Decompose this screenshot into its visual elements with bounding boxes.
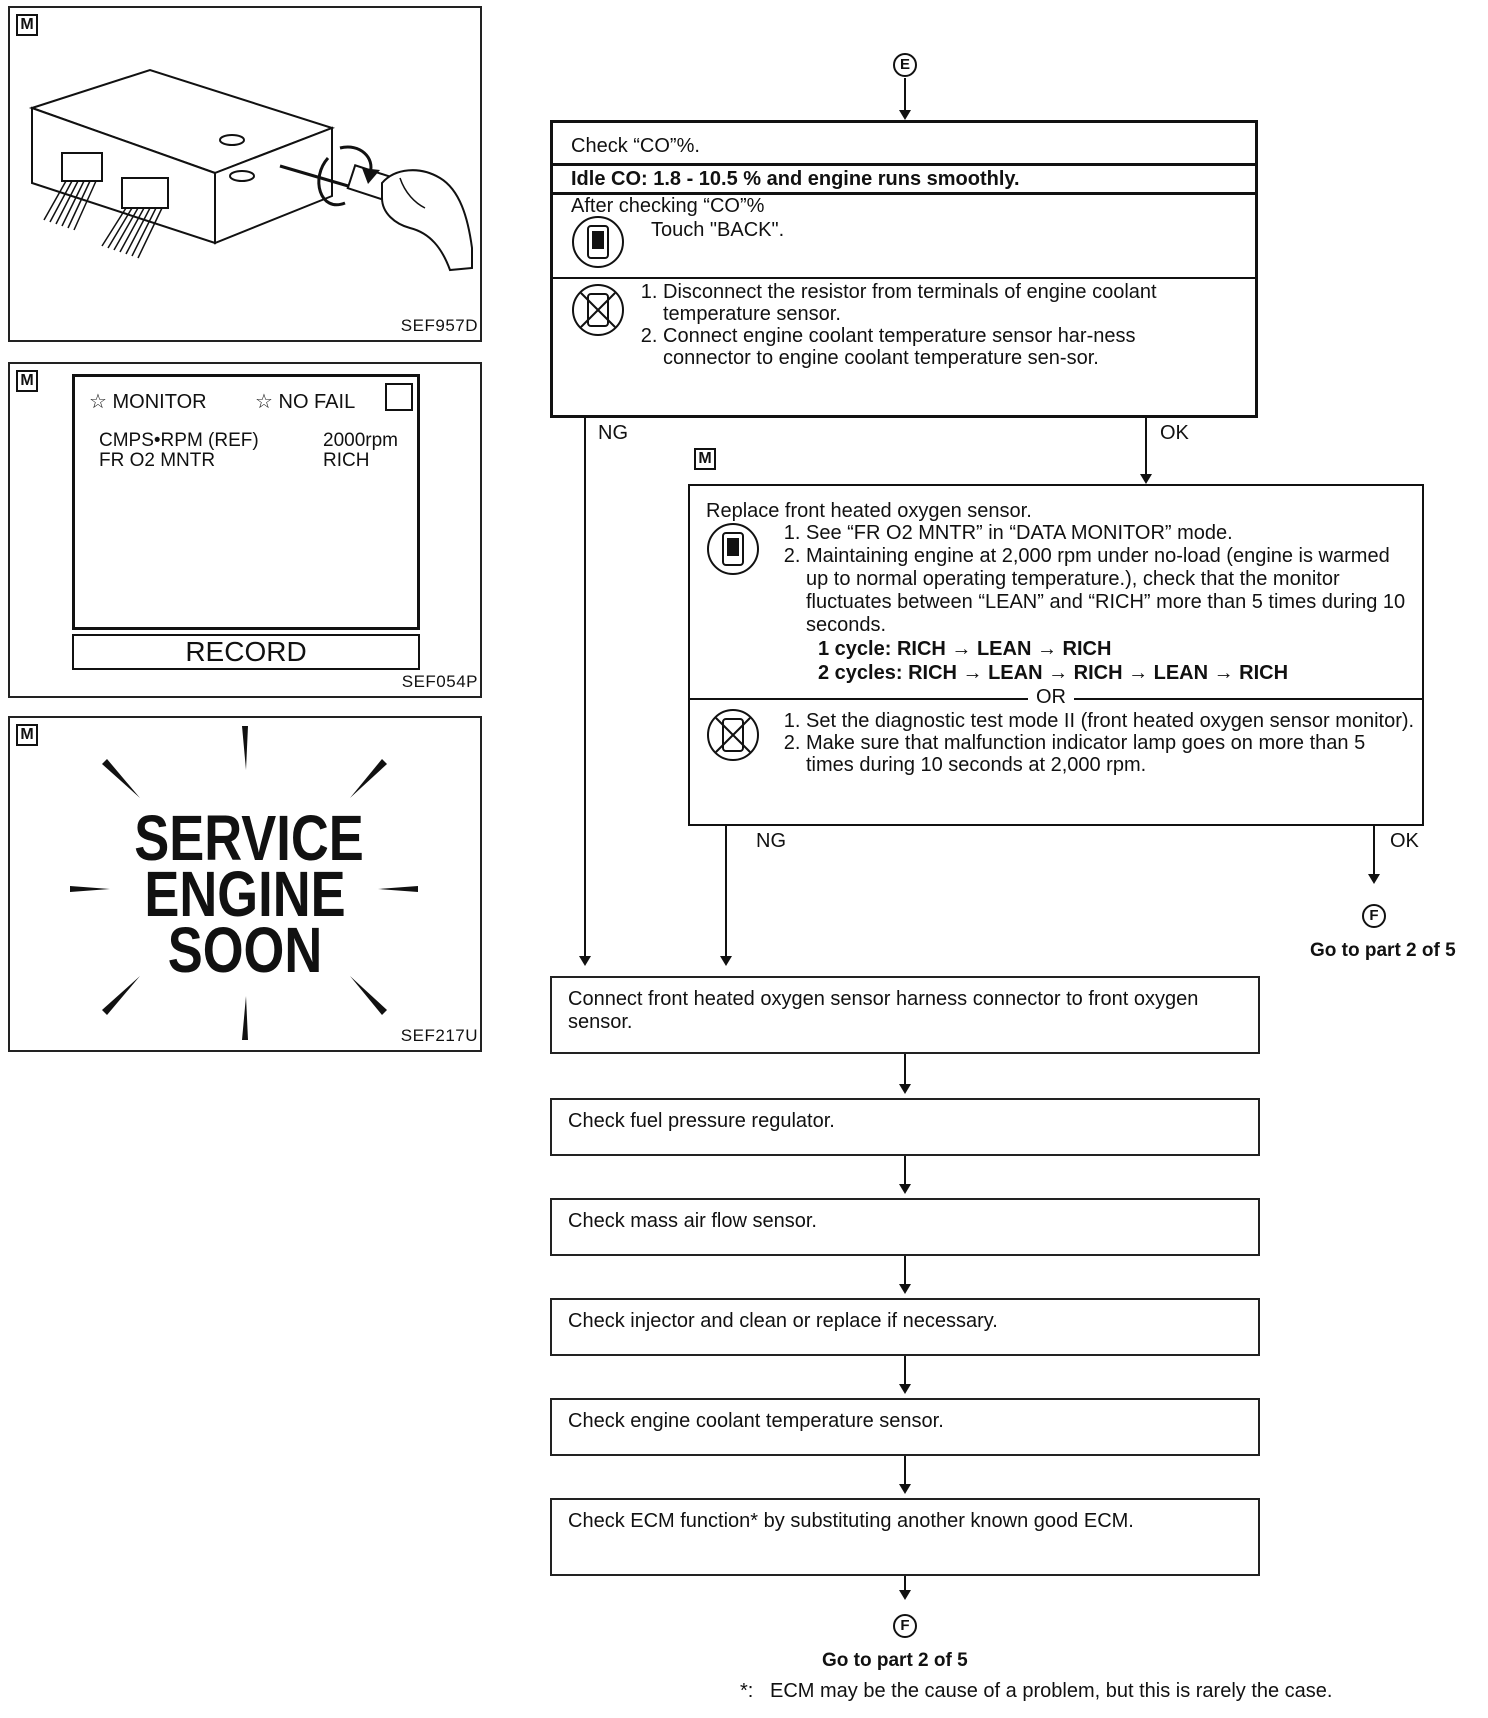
co-spec: Idle CO: 1.8 - 10.5 % and engine runs sm… xyxy=(571,168,1020,190)
connector-f: F xyxy=(893,1614,917,1638)
record-button[interactable]: RECORD xyxy=(72,634,420,670)
star-icon: ☆ xyxy=(89,391,107,413)
figure-badge: M xyxy=(16,724,38,746)
goto-part: Go to part 2 of 5 xyxy=(822,1650,968,1671)
mil-text: SERVICE ENGINE SOON xyxy=(134,802,364,986)
mil-line: ENGINE xyxy=(144,858,346,930)
or-label: OR xyxy=(1028,686,1074,709)
step-item: Make sure that malfunction indicator lam… xyxy=(806,732,1416,776)
tool-steps: See “FR O2 MNTR” in “DATA MONITOR” mode.… xyxy=(776,522,1416,637)
monitor-item-name: FR O2 MNTR xyxy=(99,450,216,471)
check-step: Check injector and clean or replace if n… xyxy=(550,1298,1260,1356)
ok-label: OK xyxy=(1390,830,1419,852)
no-fail-status: ☆ NO FAIL xyxy=(255,389,355,414)
ng-label: NG xyxy=(756,830,786,852)
no-fail-label: NO FAIL xyxy=(278,391,356,413)
footnote: *: ECM may be the cause of a problem, bu… xyxy=(740,1680,1420,1702)
footnote-mark: *: xyxy=(740,1680,754,1702)
check-step: Check fuel pressure regulator. xyxy=(550,1098,1260,1156)
step-item: Set the diagnostic test mode II (front h… xyxy=(806,710,1416,732)
monitor-item-value: 2000rpm xyxy=(323,430,398,451)
monitor-display: ☆ MONITOR ☆ NO FAIL CMPS•RPM (REF) 2000r… xyxy=(72,374,420,630)
figure-badge: M xyxy=(16,14,38,36)
step-item: Connect engine coolant temperature senso… xyxy=(663,325,1223,369)
step-badge: M xyxy=(694,448,716,470)
figure-id: SEF054P xyxy=(401,672,478,691)
monitor-header: ☆ MONITOR xyxy=(89,389,207,414)
status-checkbox[interactable] xyxy=(385,383,413,411)
check-step: Connect front heated oxygen sensor harne… xyxy=(550,976,1260,1054)
cycle-1: 1 cycle: RICH → LEAN → RICH xyxy=(818,638,1112,660)
ecm-illustration xyxy=(28,68,473,272)
step-title: Check “CO”%. xyxy=(571,135,700,157)
figure-mil-lamp: M SERVICE ENGINE SOON SEF217U xyxy=(8,716,482,1052)
step-title: Replace front heated oxygen sensor. xyxy=(706,500,1032,522)
step-item: See “FR O2 MNTR” in “DATA MONITOR” mode. xyxy=(806,522,1416,545)
check-step: Check mass air flow sensor. xyxy=(550,1198,1260,1256)
no-tool-steps: Disconnect the resistor from terminals o… xyxy=(633,281,1223,369)
step-check-co: Check “CO”%. Idle CO: 1.8 - 10.5 % and e… xyxy=(550,120,1258,418)
figure-badge: M xyxy=(16,370,38,392)
mil-line: SERVICE xyxy=(134,802,364,874)
figure-id: SEF217U xyxy=(400,1026,478,1045)
monitor-row: CMPS•RPM (REF) 2000rpm xyxy=(99,431,409,451)
check-step: Check engine coolant temperature sensor. xyxy=(550,1398,1260,1456)
star-icon: ☆ xyxy=(255,391,273,413)
no-tool-icon xyxy=(571,283,625,337)
monitor-item-value: RICH xyxy=(323,450,370,471)
connector-f: F xyxy=(1362,904,1386,928)
mil-line: SOON xyxy=(167,914,323,986)
no-tool-icon xyxy=(706,708,760,762)
step-replace-sensor: Replace front heated oxygen sensor. See … xyxy=(688,484,1424,826)
cycle-2: 2 cycles: RICH → LEAN → RICH → LEAN → RI… xyxy=(818,662,1289,684)
figure-monitor-screen: M ☆ MONITOR ☆ NO FAIL CMPS•RPM (REF) 200… xyxy=(8,362,482,698)
figure-ecm-removal: M SEF957D xyxy=(8,6,482,342)
no-tool-steps: Set the diagnostic test mode II (front h… xyxy=(776,710,1416,776)
footnote-text: ECM may be the cause of a problem, but t… xyxy=(770,1680,1333,1702)
consult-tool-icon xyxy=(706,522,760,576)
connector-e: E xyxy=(893,53,917,77)
spec-row: Idle CO: 1.8 - 10.5 % and engine runs sm… xyxy=(550,163,1258,195)
step-item: Maintaining engine at 2,000 rpm under no… xyxy=(806,545,1416,637)
flash-rays-icon xyxy=(70,726,418,1040)
consult-tool-icon xyxy=(571,215,625,269)
ng-label: NG xyxy=(598,422,628,444)
check-step: Check ECM function* by substituting anot… xyxy=(550,1498,1260,1576)
divider xyxy=(553,277,1257,279)
goto-part: Go to part 2 of 5 xyxy=(1310,940,1456,961)
figure-id: SEF957D xyxy=(400,316,478,335)
monitor-item-name: CMPS•RPM (REF) xyxy=(99,430,259,451)
monitor-row: FR O2 MNTR RICH xyxy=(99,451,409,471)
touch-back-text: Touch "BACK". xyxy=(651,219,785,241)
ok-label: OK xyxy=(1160,422,1189,444)
step-item: Disconnect the resistor from terminals o… xyxy=(663,281,1223,325)
monitor-label: MONITOR xyxy=(112,391,207,413)
after-check-text: After checking “CO”% xyxy=(571,195,765,217)
